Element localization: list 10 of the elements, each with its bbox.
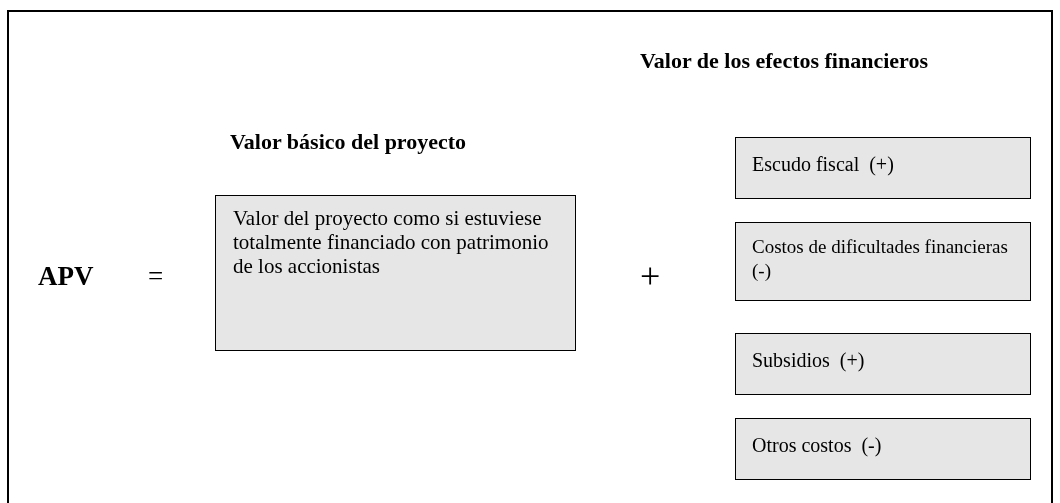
text-box: Valor del proyecto como si estuviese totalmente financiado con patrimonio de los accionistas	[215, 195, 576, 351]
text-box: Escudo fiscal (+)	[735, 137, 1031, 199]
heading-label: Valor de los efectos financieros	[640, 47, 928, 75]
operator-sign: +	[640, 258, 661, 294]
heading-label: Valor básico del proyecto	[230, 128, 467, 156]
operator-sign: =	[148, 260, 164, 293]
text-box: Costos de dificultades financieras (-)	[735, 222, 1031, 301]
heading-label: APV	[38, 260, 94, 293]
text-box: Subsidios (+)	[735, 333, 1031, 395]
text-box: Otros costos (-)	[735, 418, 1031, 480]
